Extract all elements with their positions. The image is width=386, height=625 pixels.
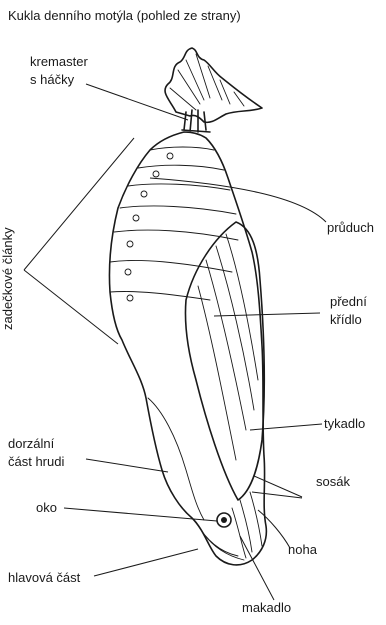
- label-oko: oko: [36, 500, 57, 515]
- label-makadlo: makadlo: [242, 600, 291, 615]
- wing-case: [185, 222, 264, 500]
- eye-pupil: [221, 517, 227, 523]
- label-sosak: sosák: [316, 474, 350, 489]
- label-dorzalni-2: část hrudi: [8, 454, 64, 469]
- thorax-line: [148, 398, 204, 520]
- label-dorzalni-1: dorzální: [8, 436, 55, 451]
- label-hlavova-cast: hlavová část: [8, 570, 81, 585]
- label-kremaster-1: kremaster: [30, 54, 88, 69]
- pupa-illustration: [109, 48, 266, 565]
- diagram-title: Kukla denního motýla (pohled ze strany): [8, 8, 241, 23]
- label-zadeckove-clanky: zadečkové články: [0, 227, 15, 330]
- leader-lines: [24, 84, 326, 600]
- cremaster: [182, 110, 210, 132]
- label-kremaster-2: s háčky: [30, 72, 75, 87]
- silk-pad: [165, 48, 262, 122]
- label-pruduch: průduch: [327, 220, 374, 235]
- appendage-lines: [232, 492, 262, 558]
- label-noha: noha: [288, 542, 318, 557]
- head-lines: [196, 522, 244, 560]
- label-tykadlo: tykadlo: [324, 416, 365, 431]
- abdominal-segments: [110, 147, 238, 300]
- label-predni-kridlo-1: přední: [330, 294, 367, 309]
- label-predni-kridlo-2: křídlo: [330, 312, 362, 327]
